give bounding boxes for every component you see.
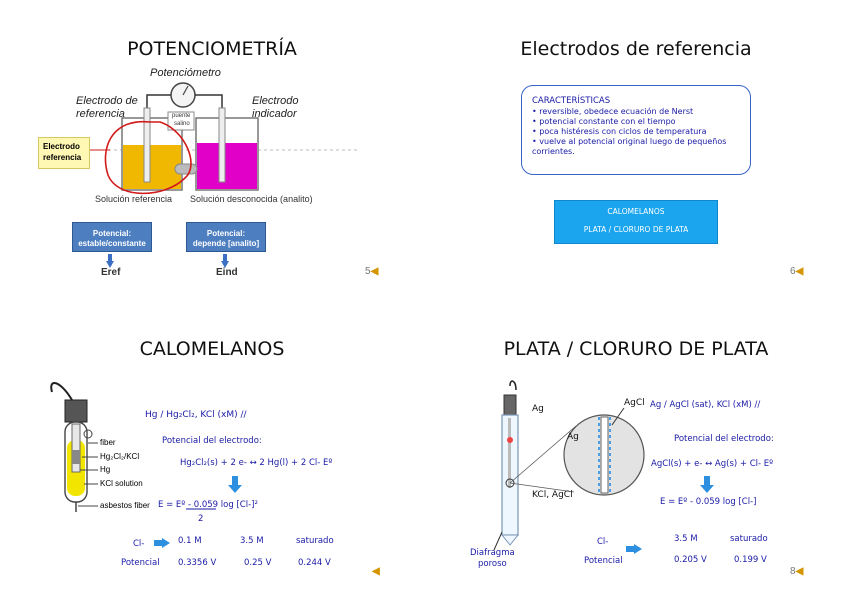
half-reaction: Hg₂Cl₂(s) + 2 e- ↔ 2 Hg(l) + 2 Cl- Eº xyxy=(180,458,333,468)
pot-1: 0.3356 V xyxy=(178,558,217,568)
potential-label: Potencial del electrodo: xyxy=(674,434,774,444)
conc-3: saturado xyxy=(296,536,334,546)
label-diafragma: Diafragma xyxy=(470,548,515,558)
calomelanos-link[interactable]: CALOMELANOS xyxy=(607,207,665,216)
nernst-equation: E = Eº - 0.059 log [Cl-]² xyxy=(158,500,258,510)
table-row-cl-label: Cl- xyxy=(597,537,609,547)
ag-agcl-electrode-drawing xyxy=(493,380,714,554)
label-agcl: AgCl xyxy=(624,398,645,408)
bullet-4: • vuelve al potencial original luego de … xyxy=(532,137,727,146)
potencial-depende-box: Potencial: depende [analito] xyxy=(186,222,266,252)
slide-electrodos-referencia: Electrodos de referencia CARACTERÍSTICAS… xyxy=(424,0,848,300)
slide-number-speaker[interactable]: 6◀ xyxy=(790,266,803,277)
eq-frac-top: 0.059 xyxy=(193,500,219,510)
callout-line-1: Electrodo xyxy=(43,142,80,151)
electrodo-ref-label-2: referencia xyxy=(76,108,125,120)
calomel-electrode-drawing xyxy=(38,372,242,548)
callout-electrodo-referencia: Electrodo referencia xyxy=(38,137,90,169)
nernst-equation: E = Eº - 0.059 log [Cl-] xyxy=(660,497,757,507)
speaker-icon: ◀ xyxy=(370,266,379,277)
eq-right: log [Cl-]² xyxy=(218,500,258,510)
speaker-icon: ◀ xyxy=(372,566,380,577)
potentiometer-diagram xyxy=(90,82,360,268)
bullet-4-cont: corrientes. xyxy=(532,147,575,156)
slide-title: PLATA / CLORURO DE PLATA xyxy=(503,338,769,360)
plata-cloruro-link[interactable]: PLATA / CLORURO DE PLATA xyxy=(583,225,689,234)
part-kcl-solution: KCl solution xyxy=(100,479,143,488)
box1-line-1: Potencial: xyxy=(92,229,132,238)
conc-2: saturado xyxy=(730,534,768,544)
speaker-icon: ◀ xyxy=(795,566,804,577)
page-number: 5 xyxy=(365,266,371,277)
solucion-referencia-label: Solución referencia xyxy=(95,194,173,204)
page-number: 6 xyxy=(790,266,796,277)
label-poroso: poroso xyxy=(478,559,507,569)
pot-2: 0.199 V xyxy=(734,555,767,565)
electrodo-ind-label-1: Electrodo xyxy=(252,95,299,107)
slide-title: Electrodos de referencia xyxy=(520,38,752,60)
slide-number-speaker[interactable]: 8◀ xyxy=(790,566,803,577)
eq-frac-bottom: 2 xyxy=(198,514,204,524)
slide-potenciometria: POTENCIOMETRÍA Potenciómetro Electrodo d… xyxy=(0,0,424,300)
half-reaction: AgCl(s) + e- ↔ Ag(s) + Cl- Eº xyxy=(651,459,774,469)
solucion-desconocida-label: Solución desconocida (analito) xyxy=(190,194,313,204)
bullet-1: • reversible, obedece ecuación de Nerst xyxy=(532,107,694,116)
puente-label-2: salino xyxy=(174,121,190,127)
conc-1: 3.5 M xyxy=(674,534,698,544)
speaker-icon: ◀ xyxy=(795,266,804,277)
bullet-3: • poca histéresis con ciclos de temperat… xyxy=(532,127,707,136)
cell-notation: Ag / AgCl (sat), KCl (xM) // xyxy=(650,400,761,410)
slide-calomelanos: CALOMELANOS fiber Hg₂Cl₂/KCl Hg KCl solu… xyxy=(0,300,424,600)
box2-line-1: Potencial: xyxy=(206,229,246,238)
conc-2: 3.5 M xyxy=(240,536,264,546)
eind-label: Eind xyxy=(216,267,238,278)
eq-left: E = Eº - xyxy=(158,500,194,510)
part-hg: Hg xyxy=(100,465,111,474)
table-row-potencial-label: Potencial xyxy=(121,558,160,568)
slide-plata-cloruro: PLATA / CLORURO DE PLATA Ag AgCl Ag KCl,… xyxy=(424,300,848,600)
pot-3: 0.244 V xyxy=(298,558,331,568)
potencial-estable-box: Potencial: estable/constante xyxy=(72,222,152,252)
table-row-potencial-label: Potencial xyxy=(584,556,623,566)
table-row-cl-label: Cl- xyxy=(133,539,145,549)
label-ag-zoom: Ag xyxy=(567,432,579,442)
slide-title: POTENCIOMETRÍA xyxy=(127,38,297,60)
puente-label-1: puente xyxy=(172,113,191,119)
reference-electrode-highlight xyxy=(104,121,192,195)
bullet-2: • potencial constante con el tiempo xyxy=(532,117,676,126)
label-kcl-agcl: KCl, AgCl xyxy=(532,490,573,500)
caracteristicas-heading: CARACTERÍSTICAS xyxy=(532,96,611,106)
box1-line-2: estable/constante xyxy=(78,239,146,248)
electrodo-ref-label-1: Electrodo de xyxy=(76,95,138,107)
speaker-icon-button[interactable]: ◀ xyxy=(372,566,380,577)
calomelanos-plata-panel[interactable]: CALOMELANOS PLATA / CLORURO DE PLATA xyxy=(554,200,718,244)
pot-2: 0.25 V xyxy=(244,558,272,568)
box2-line-2: depende [analito] xyxy=(192,239,260,248)
cell-notation: Hg / Hg₂Cl₂, KCl (xM) // xyxy=(145,410,247,420)
part-hg2cl2-kcl: Hg₂Cl₂/KCl xyxy=(100,452,140,461)
eref-label: Eref xyxy=(101,267,121,278)
caracteristicas-card: CARACTERÍSTICAS • reversible, obedece ec… xyxy=(521,85,751,175)
potenciometro-label: Potenciómetro xyxy=(150,67,221,79)
part-asbestos-fiber: asbestos fiber xyxy=(100,501,150,510)
part-fiber: fiber xyxy=(100,438,116,447)
page-number: 8 xyxy=(790,566,796,577)
conc-1: 0.1 M xyxy=(178,536,202,546)
label-ag: Ag xyxy=(532,404,544,414)
slide-number-speaker[interactable]: 5◀ xyxy=(365,266,378,277)
slide-title: CALOMELANOS xyxy=(139,338,285,360)
pot-1: 0.205 V xyxy=(674,555,707,565)
electrodo-ind-label-2: indicador xyxy=(252,108,297,120)
potential-label: Potencial del electrodo: xyxy=(162,436,262,446)
callout-line-2: referencia xyxy=(43,153,82,162)
